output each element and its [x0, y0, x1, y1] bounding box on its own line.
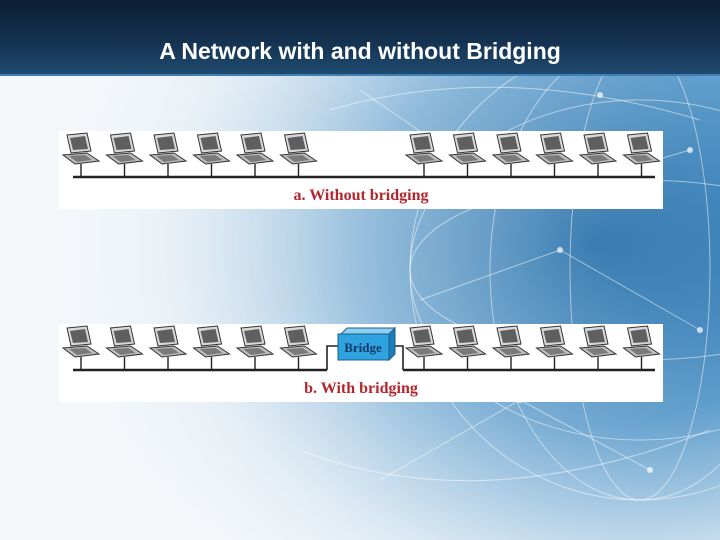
diagram-with-bridging: Bridge b. With bridging	[59, 324, 663, 402]
laptop-icon	[61, 325, 101, 370]
laptop-icon	[192, 325, 231, 370]
laptop-icon	[235, 325, 275, 370]
lan-segments-b: Bridge	[61, 325, 661, 372]
title-bar	[0, 0, 720, 76]
bridge-device-icon: Bridge	[337, 326, 397, 362]
laptop-icon	[448, 325, 487, 370]
laptop-icon	[192, 132, 231, 177]
laptop-icon	[105, 325, 144, 370]
bridge-link-right	[392, 345, 404, 370]
caption-with-bridging: b. With bridging	[304, 380, 418, 397]
laptop-icon	[622, 132, 661, 177]
caption-without-bridging: a. Without bridging	[293, 187, 429, 204]
laptop-icon	[105, 132, 144, 177]
laptop-icon	[404, 132, 444, 177]
bridge-label: Bridge	[344, 340, 382, 355]
laptop-icon	[491, 325, 531, 370]
laptop-icon	[61, 132, 101, 177]
laptop-icon	[279, 325, 318, 370]
laptop-icon	[148, 132, 188, 177]
laptop-icon	[622, 325, 661, 370]
bridge-link-left	[326, 345, 338, 370]
laptop-icon	[235, 132, 275, 177]
laptop-icon	[148, 325, 188, 370]
laptop-icon	[404, 325, 444, 370]
slide-title: A Network with and without Bridging	[159, 38, 561, 64]
laptop-icon	[535, 132, 574, 177]
laptop-icon	[578, 132, 618, 177]
laptop-icon	[279, 132, 318, 177]
laptop-icon	[535, 325, 574, 370]
laptop-icon	[491, 132, 531, 177]
diagram-without-bridging: a. Without bridging	[59, 131, 663, 209]
lan-segment-a	[61, 132, 661, 179]
laptop-icon	[578, 325, 618, 370]
laptop-icon	[448, 132, 487, 177]
